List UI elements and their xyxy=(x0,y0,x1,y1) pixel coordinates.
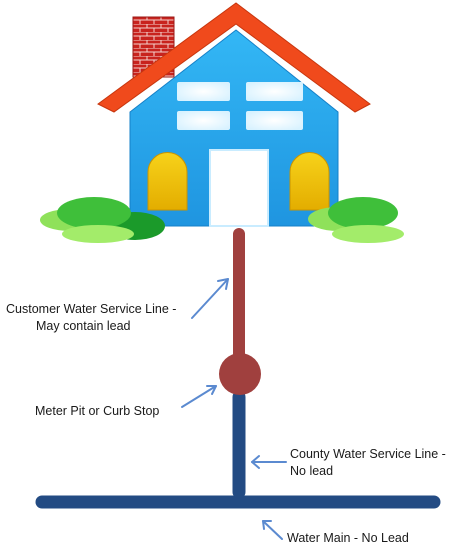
water-main-arrow xyxy=(262,520,283,540)
house xyxy=(40,2,404,243)
county-line-label-line1: County Water Service Line - xyxy=(290,447,446,461)
customer-line-label-line2: May contain lead xyxy=(36,319,131,333)
left-arched-window xyxy=(147,152,188,211)
customer-line-label: Customer Water Service Line - May contai… xyxy=(6,301,176,335)
right-arched-window xyxy=(289,152,330,211)
customer-line-arrow xyxy=(191,278,229,319)
county-line-label: County Water Service Line - No lead xyxy=(290,446,446,480)
upper-window xyxy=(177,82,303,130)
water-main-label: Water Main - No Lead xyxy=(287,530,409,547)
right-bush xyxy=(308,197,404,243)
meter-pit xyxy=(219,353,261,395)
front-door xyxy=(209,149,269,227)
roof xyxy=(97,2,371,113)
customer-line-label-line1: Customer Water Service Line - xyxy=(6,302,177,316)
meter-label: Meter Pit or Curb Stop xyxy=(35,403,159,420)
water-main-label-text: Water Main - No Lead xyxy=(287,531,409,545)
county-line-arrow xyxy=(251,455,287,469)
county-line-label-line2: No lead xyxy=(290,464,334,478)
meter-label-text: Meter Pit or Curb Stop xyxy=(35,404,160,418)
meter-arrow xyxy=(181,385,217,408)
left-bush xyxy=(40,197,165,243)
